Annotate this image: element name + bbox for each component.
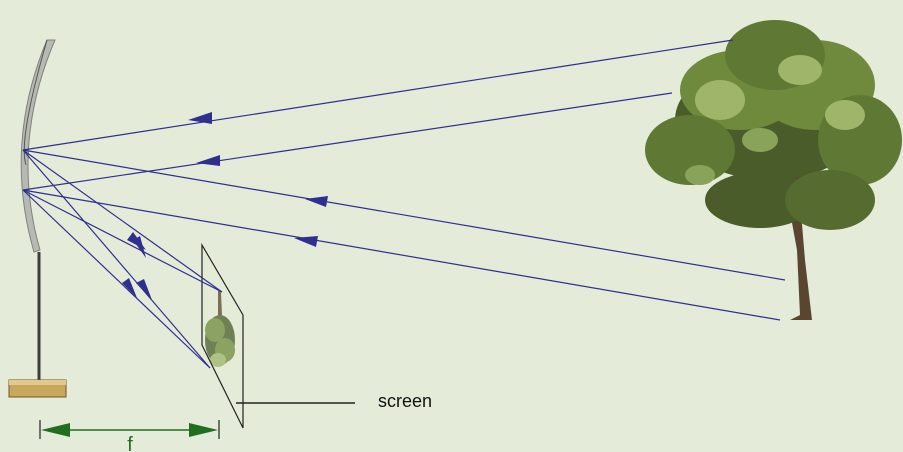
arrow-right-icon bbox=[189, 423, 218, 437]
ray-reflected-3 bbox=[23, 150, 210, 368]
focal-length-label: f bbox=[127, 434, 133, 452]
screen-label: screen bbox=[378, 391, 432, 411]
ray-top-incident-2 bbox=[23, 93, 672, 190]
arrow-icon bbox=[136, 279, 152, 300]
ray-top-incident-1 bbox=[23, 40, 733, 150]
arrow-icon bbox=[305, 196, 328, 207]
ray-arrowheads bbox=[122, 112, 328, 300]
light-rays bbox=[23, 40, 785, 368]
mirror-stand bbox=[9, 252, 66, 397]
ray-bottom-incident-2 bbox=[23, 190, 780, 320]
ray-reflected-2 bbox=[23, 190, 222, 292]
arrow-left-icon bbox=[41, 423, 70, 437]
arrow-icon bbox=[196, 155, 220, 166]
tree-object bbox=[645, 20, 902, 320]
screen bbox=[202, 245, 243, 428]
ray-reflected-1 bbox=[23, 150, 222, 292]
